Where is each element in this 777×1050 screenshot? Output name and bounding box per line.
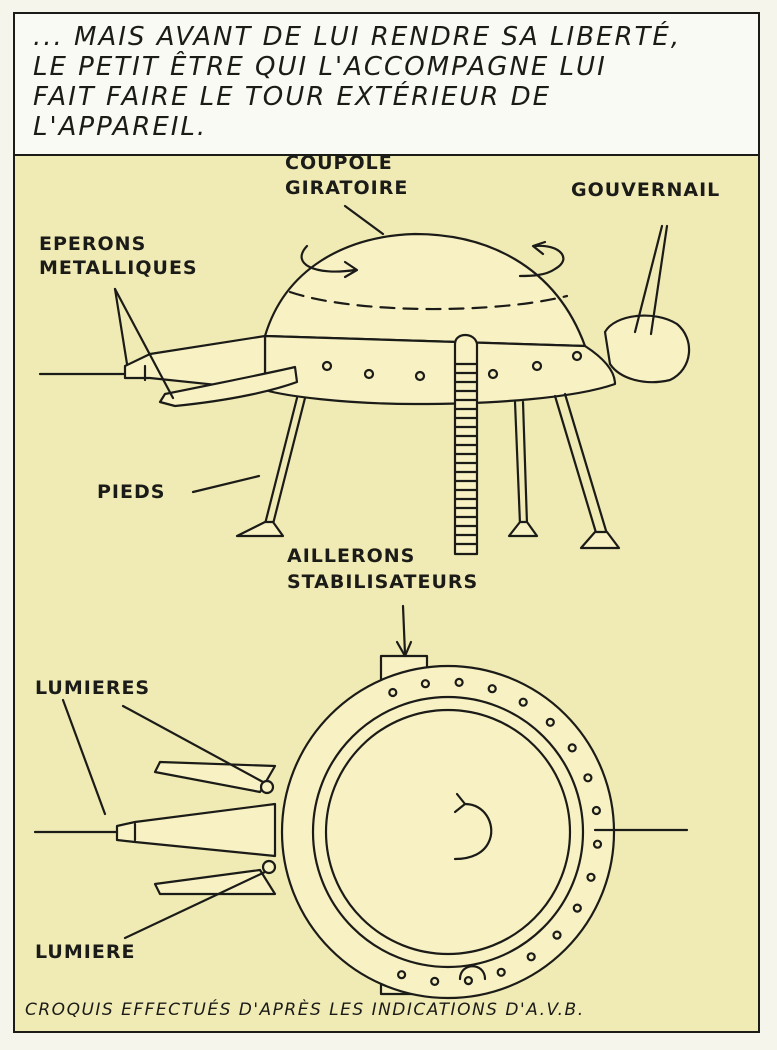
pointer-pieds bbox=[191, 474, 261, 494]
porthole bbox=[397, 970, 407, 980]
spur-lower bbox=[153, 868, 277, 896]
spur-upper bbox=[153, 760, 277, 794]
top-portholes bbox=[388, 677, 603, 987]
light-upper bbox=[259, 779, 275, 795]
pointer-coupole bbox=[343, 204, 385, 236]
dome-dashed-line bbox=[288, 290, 569, 311]
porthole bbox=[572, 903, 582, 913]
rotation-arrow-top-head bbox=[453, 792, 467, 814]
ufo-diagram: COUPOLE GIRATOIRE GOUVERNAIL EPERONS MET… bbox=[25, 152, 720, 1020]
porthole bbox=[388, 687, 398, 698]
hull-outer bbox=[280, 664, 616, 1000]
rudder-pointer-2 bbox=[649, 224, 669, 336]
footer-credit: CROQUIS EFFECTUÉS D'APRÈS LES INDICATION… bbox=[25, 998, 585, 1020]
rotation-arrow-right-head bbox=[531, 240, 547, 256]
hull-band bbox=[263, 334, 617, 406]
rotation-arrow-left-head bbox=[343, 260, 359, 279]
hull-inner-2 bbox=[324, 708, 572, 956]
pointer-eperons-2 bbox=[113, 287, 175, 400]
top-view: LUMIERES LUMIERE bbox=[33, 604, 689, 1000]
label-pieds: PIEDS bbox=[97, 481, 165, 503]
label-eperons-line2: METALLIQUES bbox=[39, 257, 198, 279]
foot-mid bbox=[507, 520, 539, 538]
porthole bbox=[552, 930, 562, 940]
porthole bbox=[420, 679, 430, 689]
porthole bbox=[518, 697, 528, 707]
pointer-lumiere bbox=[123, 870, 267, 940]
leg-front bbox=[263, 396, 299, 526]
label-lumieres: LUMIERES bbox=[35, 677, 150, 699]
porthole bbox=[487, 684, 497, 694]
label-lumiere: LUMIERE bbox=[35, 941, 135, 963]
rudder-pointer-1 bbox=[633, 224, 664, 334]
porthole bbox=[545, 717, 555, 727]
hull-inner bbox=[311, 695, 585, 969]
label-coupole-line2: GIRATOIRE bbox=[285, 177, 408, 199]
porthole bbox=[463, 975, 473, 986]
label-eperons-line1: EPERONS bbox=[39, 233, 146, 255]
rotation-arrow-left bbox=[300, 244, 357, 273]
spur-center bbox=[115, 802, 277, 858]
porthole bbox=[430, 976, 440, 987]
porthole bbox=[591, 805, 602, 816]
lower-spur bbox=[158, 365, 299, 408]
caption-box: ... MAIS AVANT DE LUI RENDRE SA LIBERTÉ,… bbox=[15, 14, 758, 156]
porthole bbox=[526, 952, 536, 962]
porthole bbox=[454, 677, 464, 688]
porthole bbox=[592, 839, 603, 849]
leg-mid bbox=[513, 400, 522, 526]
light-lower bbox=[261, 859, 277, 875]
hatch-top bbox=[458, 965, 487, 981]
foot-back bbox=[579, 530, 621, 550]
leg-back bbox=[553, 394, 599, 538]
pointer-ailerons bbox=[401, 604, 407, 656]
label-ailerons-line2: STABILISATEURS bbox=[287, 571, 478, 593]
ladder-rungs bbox=[454, 362, 478, 546]
label-ailerons-line1: AILLERONS bbox=[287, 545, 415, 567]
porthole bbox=[496, 967, 506, 977]
pointer-eperons-1 bbox=[113, 287, 129, 366]
leg-back-2 bbox=[563, 392, 609, 536]
porthole bbox=[583, 773, 593, 783]
foot-front bbox=[235, 520, 285, 538]
pointer-lumieres-1 bbox=[61, 698, 107, 816]
leg-front-2 bbox=[271, 396, 307, 526]
caption-text: ... MAIS AVANT DE LUI RENDRE SA LIBERTÉ,… bbox=[33, 22, 682, 142]
label-coupole-line1: COUPOLE bbox=[285, 152, 393, 174]
leg-mid-2 bbox=[521, 400, 529, 526]
dome bbox=[263, 232, 587, 348]
porthole bbox=[586, 872, 596, 882]
pointer-lumieres-2 bbox=[121, 704, 265, 784]
pointer-ailerons-head bbox=[395, 640, 413, 658]
side-portholes bbox=[321, 350, 583, 382]
rotation-arrow-top bbox=[453, 802, 493, 861]
side-view: COUPOLE GIRATOIRE GOUVERNAIL EPERONS MET… bbox=[38, 152, 720, 593]
rotation-arrow-right bbox=[518, 244, 565, 278]
rudder-shape bbox=[603, 314, 691, 384]
label-gouvernail: GOUVERNAIL bbox=[571, 179, 720, 201]
comic-panel: ... MAIS AVANT DE LUI RENDRE SA LIBERTÉ,… bbox=[13, 12, 760, 1033]
porthole bbox=[567, 743, 577, 753]
